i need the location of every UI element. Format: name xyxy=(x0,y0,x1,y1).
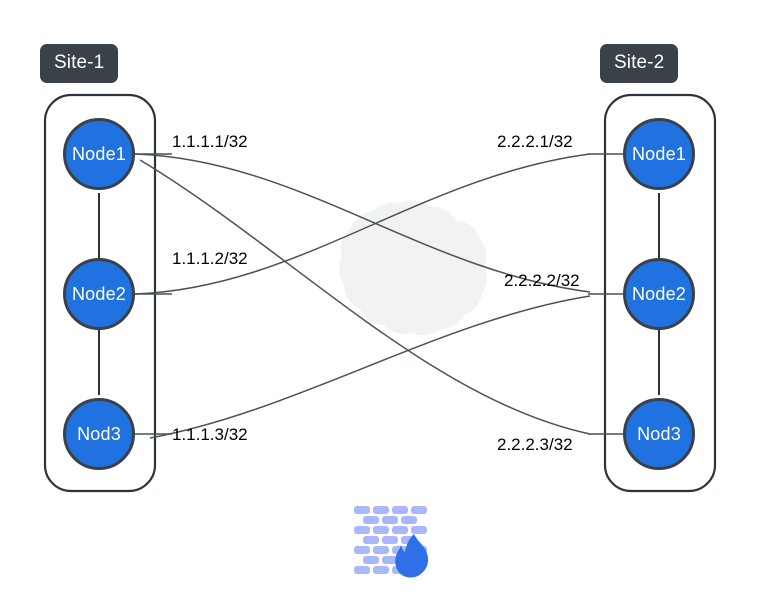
ip-label-site2-node3: 2.2.2.3/32 xyxy=(497,435,573,454)
node-site2-node3[interactable]: Nod3 xyxy=(623,398,695,470)
flame-icon xyxy=(395,534,429,578)
link-l1-r3 xyxy=(139,159,591,435)
ip-label-site2-node1: 2.2.2.1/32 xyxy=(497,132,573,151)
node-site2-node2[interactable]: Node2 xyxy=(623,258,695,330)
ip-label-site1-node2: 1.1.1.2/32 xyxy=(172,249,248,268)
link-l2-r1 xyxy=(134,153,591,295)
site-1-label: Site-1 xyxy=(40,44,119,83)
node-site1-node3[interactable]: Nod3 xyxy=(63,398,135,470)
firewall-icon xyxy=(354,506,429,578)
node-site1-node1[interactable]: Node1 xyxy=(63,118,135,190)
ip-label-site1-node1: 1.1.1.1/32 xyxy=(172,132,248,151)
network-cloud xyxy=(339,200,487,336)
inter-site-links xyxy=(134,153,591,439)
link-l3-r2 xyxy=(149,295,591,439)
ip-label-site2-node2: 2.2.2.2/32 xyxy=(504,271,580,290)
node-site2-node1[interactable]: Node1 xyxy=(623,118,695,190)
link-l1-r2 xyxy=(134,153,591,293)
node-site1-node2[interactable]: Node2 xyxy=(63,258,135,330)
ip-label-site1-node3: 1.1.1.3/32 xyxy=(172,425,248,444)
site-2-label: Site-2 xyxy=(600,44,679,83)
